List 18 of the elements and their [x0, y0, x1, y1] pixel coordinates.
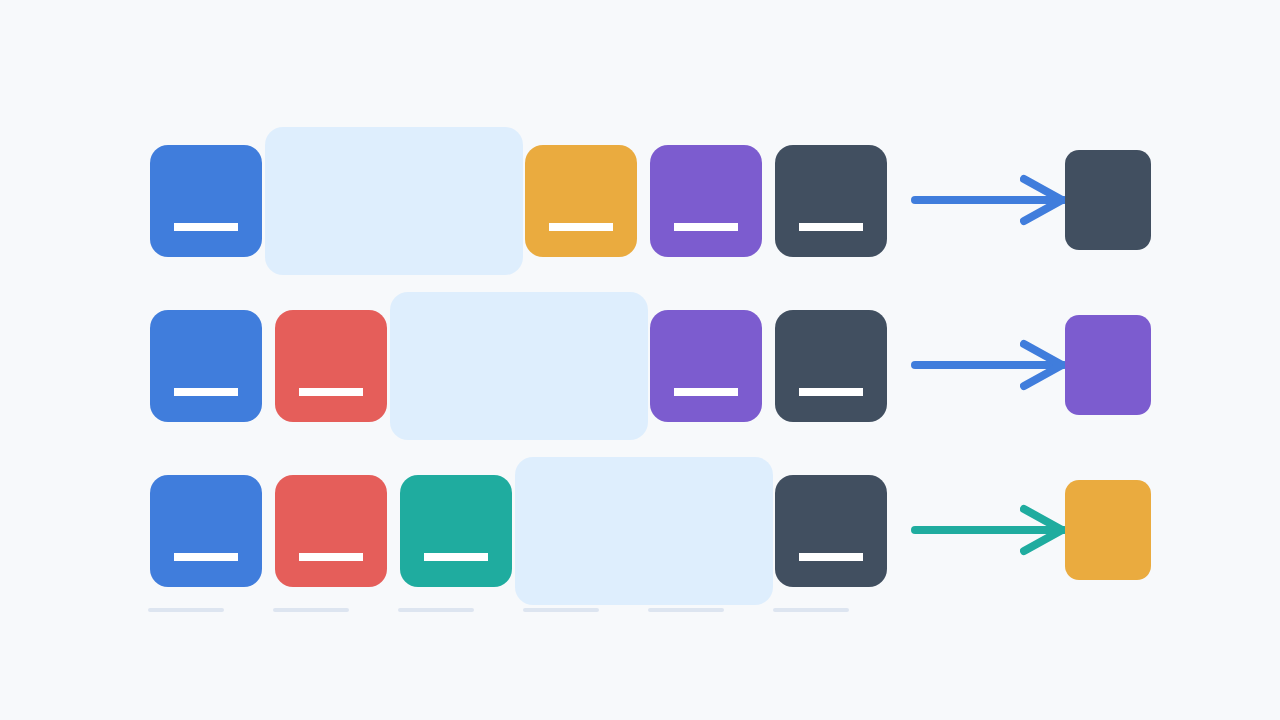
token-tile: [150, 475, 262, 587]
masked-slot: [390, 292, 648, 440]
token-tile: [400, 475, 512, 587]
output-tile: [1065, 315, 1151, 415]
token-tile: [150, 310, 262, 422]
masked-slot: [515, 457, 773, 605]
token-tile: [650, 145, 762, 257]
token-tile: [775, 310, 887, 422]
token-tile: [775, 145, 887, 257]
token-tile: [775, 475, 887, 587]
token-tile: [525, 145, 637, 257]
masked-slot: [265, 127, 523, 275]
output-tile: [1065, 480, 1151, 580]
token-tile: [650, 310, 762, 422]
token-tile: [275, 310, 387, 422]
output-tile: [1065, 150, 1151, 250]
token-tile: [150, 145, 262, 257]
token-tile: [275, 475, 387, 587]
